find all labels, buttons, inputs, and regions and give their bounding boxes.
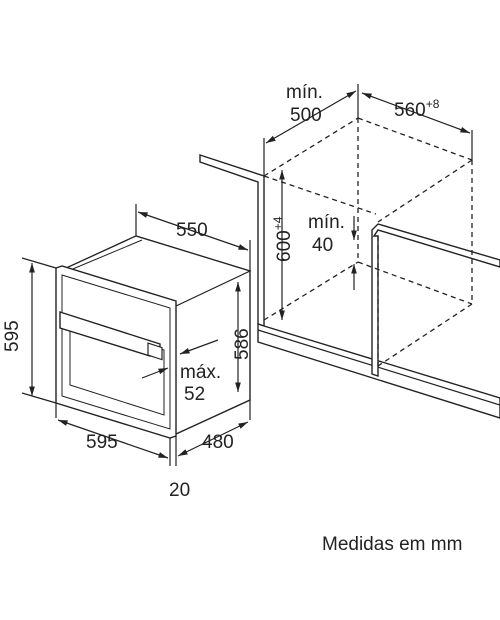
dim-oven-width: 550 [176,220,208,241]
dim-niche-width-sup: +8 [426,97,440,111]
oven-appliance [55,235,252,439]
niche-dimension-lines [263,84,473,320]
dim-niche-depth-label: mín. [286,82,323,103]
niche-cabinet [199,117,500,419]
dim-frame-offset: 20 [169,480,190,501]
dim-depth: 480 [202,432,234,453]
dim-niche-width: 560+8 [394,97,440,121]
dim-front-width: 595 [86,432,118,453]
dim-niche-depth-value: 500 [290,105,322,126]
units-caption: Medidas em mm [322,534,463,555]
oven-dimension-lines [21,204,251,466]
dim-front-height: 586 [232,328,253,360]
dim-niche-width-base: 560 [394,100,426,121]
dim-niche-height: 600+4 [271,216,295,262]
dim-handle-value: 52 [184,384,205,405]
dim-floor-gap-value: 40 [312,235,333,256]
dim-niche-height-sup: +4 [271,216,285,230]
dim-niche-height-base: 600 [274,230,295,262]
niche-floor-shelf [257,323,500,419]
dim-handle-label: máx. [180,362,221,383]
niche-right-wall [371,223,500,377]
dim-floor-gap-label: mín. [308,212,345,233]
dim-oven-height: 595 [2,320,23,352]
